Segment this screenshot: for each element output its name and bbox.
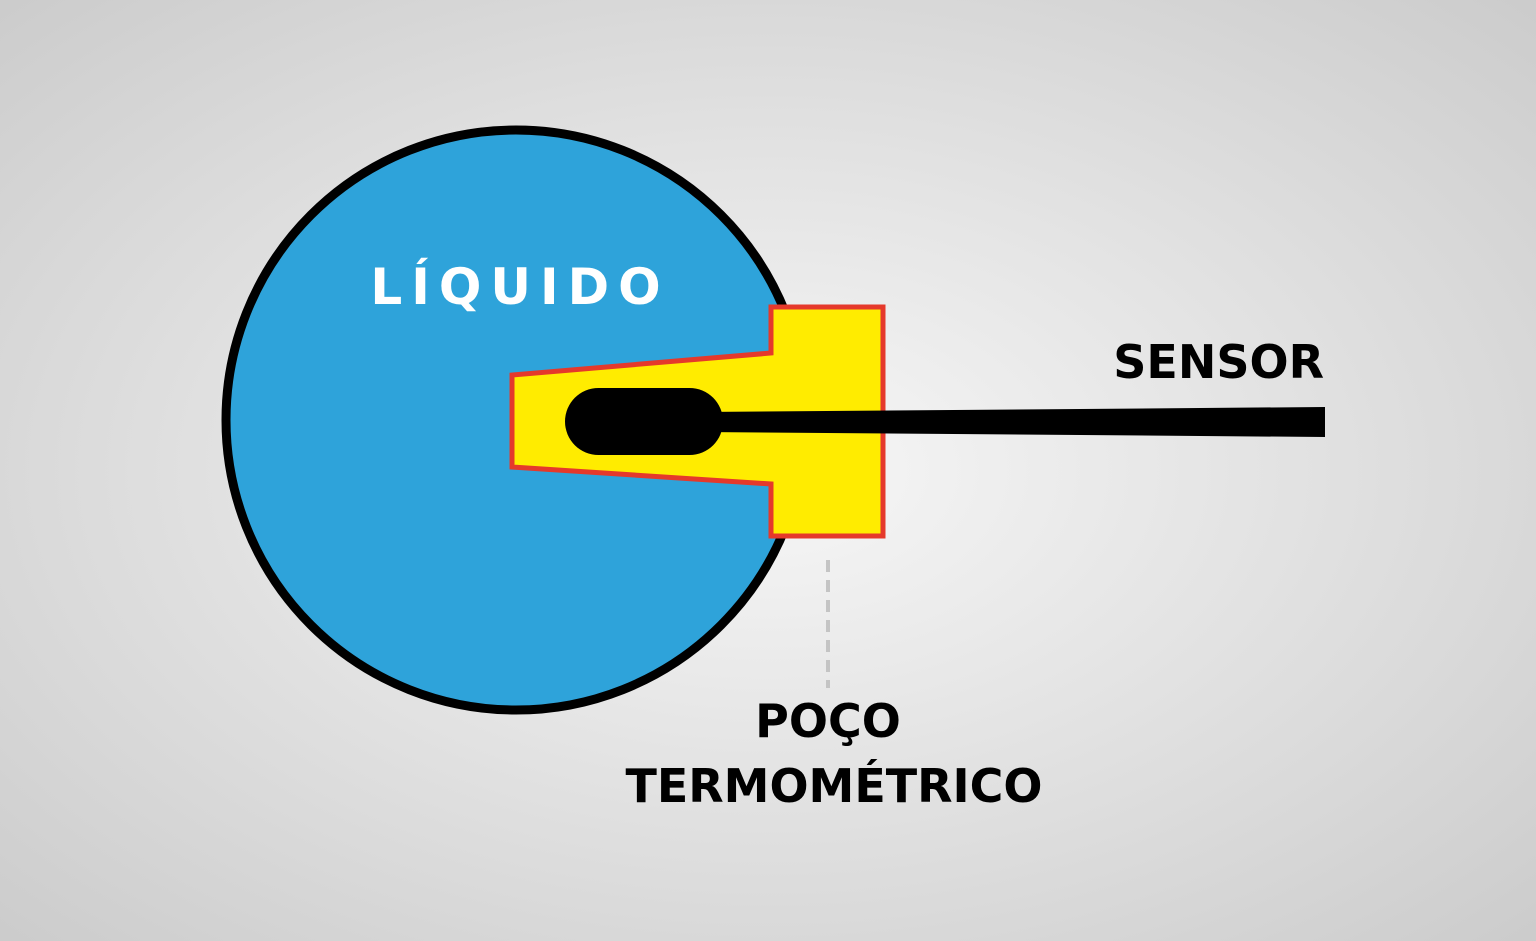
well-label-line2: TERMOMÉTRICO: [625, 759, 1042, 813]
well-label-line1: POÇO: [755, 694, 901, 748]
sensor-cable: [700, 407, 1325, 437]
liquid-label: LÍQUIDO: [370, 257, 669, 316]
sensor-bulb: [565, 388, 723, 455]
sensor-label: SENSOR: [1113, 335, 1324, 389]
